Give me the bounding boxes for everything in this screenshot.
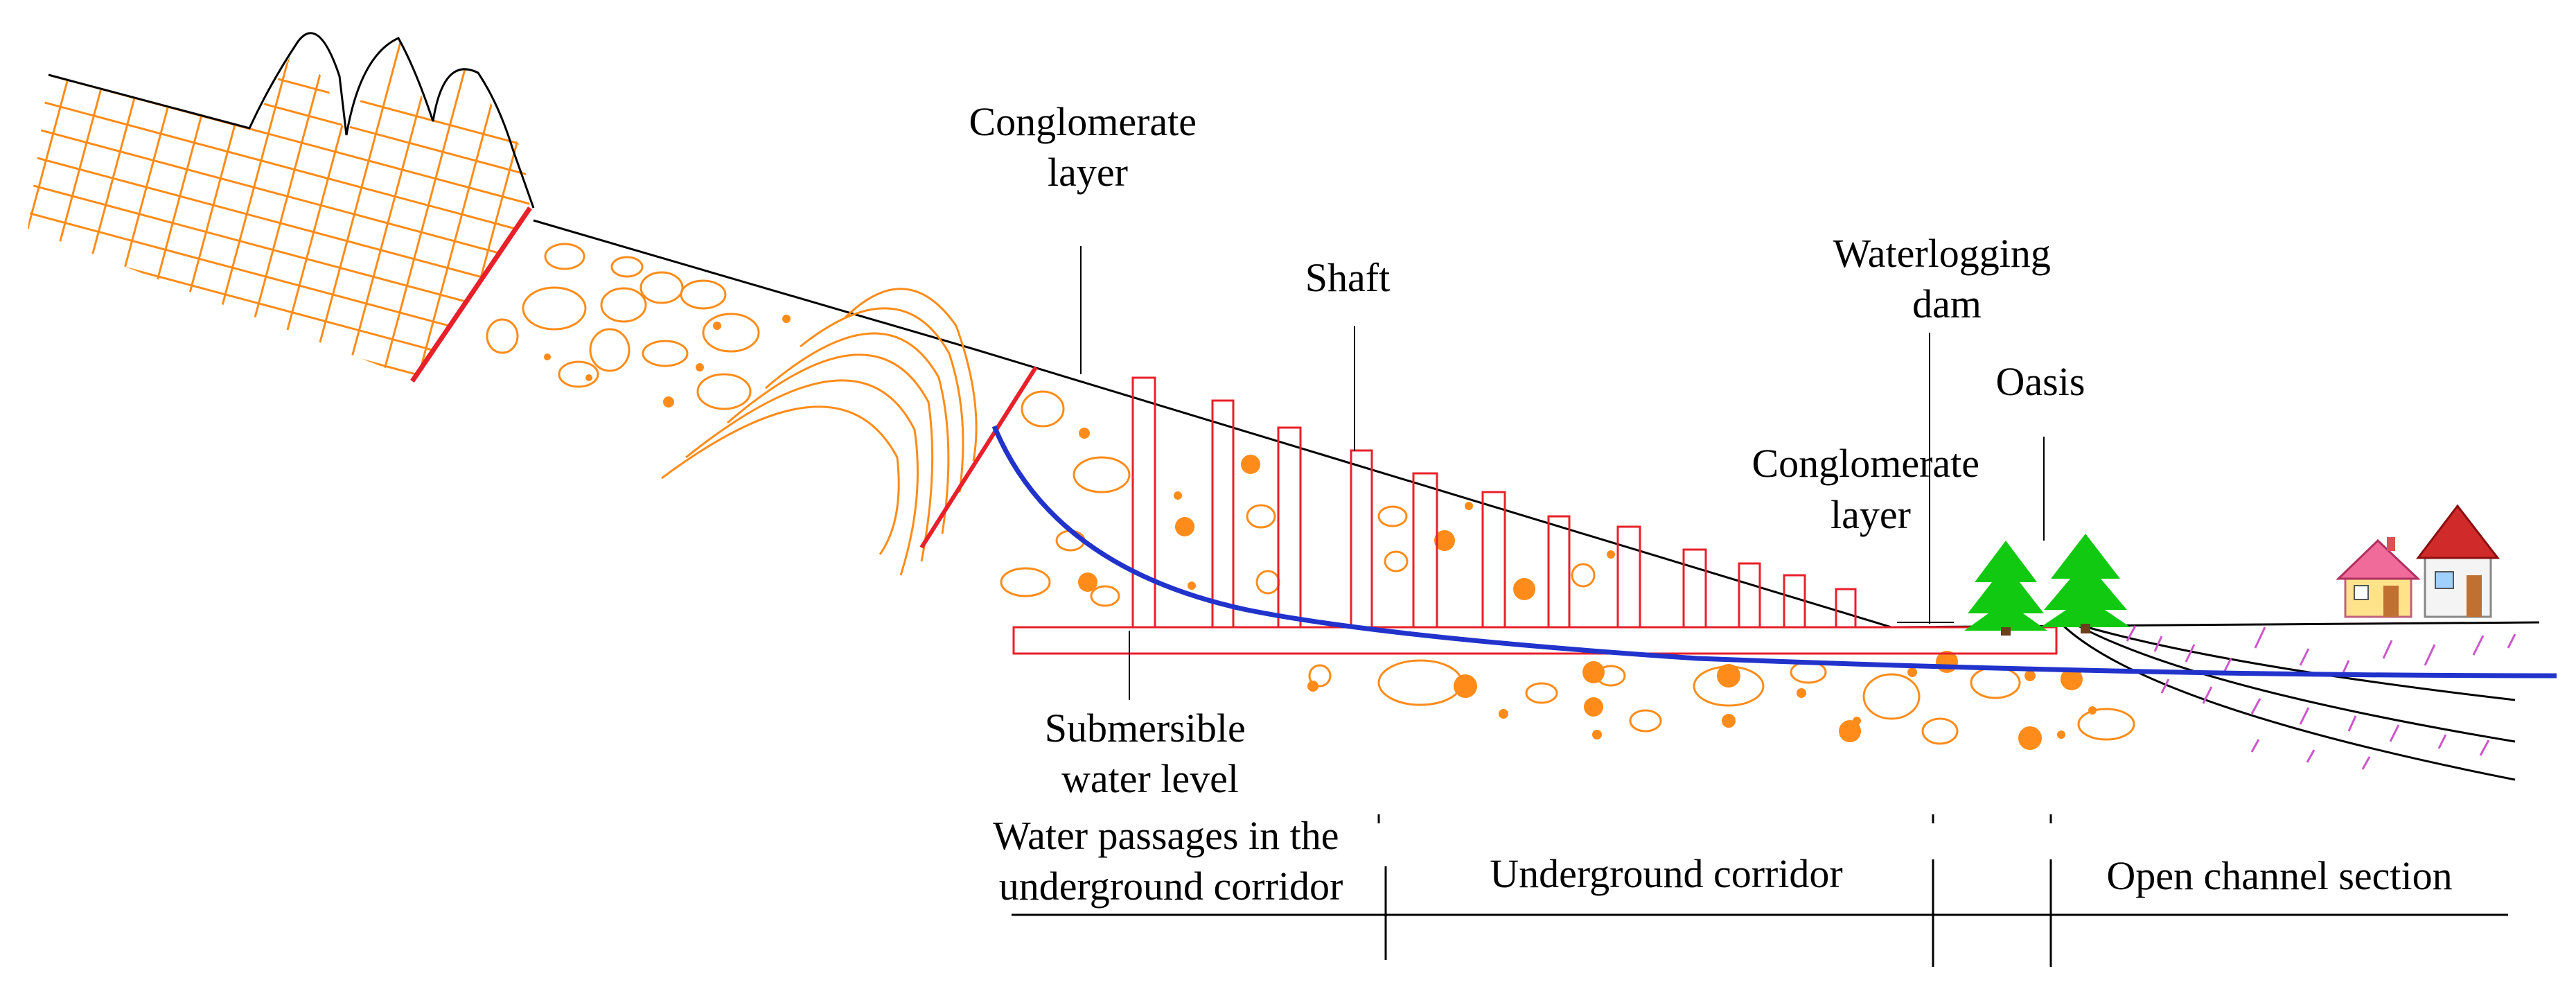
upper-conglomerate <box>486 243 760 410</box>
leader-lines <box>1080 246 2045 700</box>
label-oasis: Oasis <box>1996 359 2085 404</box>
open-channel-soil <box>2060 619 2516 781</box>
section-dividers <box>1012 814 2508 967</box>
label-waterlogging-dam: Waterlogging dam <box>1833 231 2061 326</box>
folded-strata <box>661 288 978 576</box>
lower-conglomerate <box>1000 390 2135 745</box>
water-table-line <box>991 425 2557 679</box>
fault-line <box>919 366 1038 549</box>
underground-corridor-tunnel <box>1012 626 2058 655</box>
label-submersible-water-level: Submersible water level <box>1045 706 1255 801</box>
label-conglomerate-right: Conglomerate layer <box>1752 441 1989 537</box>
wet-soil-marks <box>2126 625 2516 770</box>
label-shaft: Shaft <box>1305 255 1390 300</box>
label-underground-corridor: Underground corridor <box>1490 851 1843 896</box>
tree-icon <box>1964 541 2047 636</box>
ground-surface-line <box>533 219 2540 629</box>
label-conglomerate-top: Conglomerate layer <box>969 99 1206 195</box>
tree-icon <box>2040 534 2131 633</box>
mountain-grid-icon <box>28 32 535 383</box>
house-icon <box>2336 537 2421 618</box>
house-icon <box>2415 504 2500 618</box>
label-open-channel-section: Open channel section <box>2106 853 2452 898</box>
label-water-passages: Water passages in the underground corrid… <box>993 813 1349 909</box>
shafts <box>1131 376 1857 629</box>
